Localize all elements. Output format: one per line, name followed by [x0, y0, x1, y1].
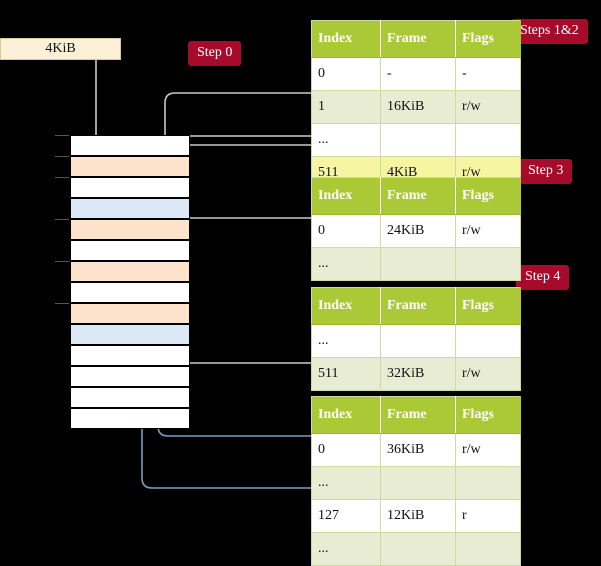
memory-tick-mark	[55, 261, 69, 262]
cell-flags: -	[455, 57, 521, 91]
cell-flags	[455, 247, 521, 281]
memory-frame-cell	[70, 198, 190, 219]
step-badge-steps1and2: Steps 1&2	[511, 19, 588, 44]
memory-tick-mark	[55, 135, 69, 136]
cell-frame: 12KiB	[380, 499, 456, 533]
step-badge-step0: Step 0	[188, 41, 242, 66]
cell-flags	[455, 532, 521, 566]
memory-frame-cell	[70, 387, 190, 408]
cell-flags: r/w	[455, 433, 521, 467]
memory-frame-cell	[70, 240, 190, 261]
column-header-flags: Flags	[455, 177, 521, 215]
column-header-frame: Frame	[380, 20, 456, 58]
column-header-frame: Frame	[380, 287, 456, 325]
memory-tick-mark	[55, 303, 69, 304]
memory-frame-cell	[70, 282, 190, 303]
cell-frame: -	[380, 57, 456, 91]
cell-frame	[380, 324, 456, 358]
cell-index: ...	[311, 324, 381, 358]
step-badge-step4: Step 4	[516, 265, 570, 290]
column-header-index: Index	[311, 287, 381, 325]
cell-flags: r/w	[455, 90, 521, 124]
column-header-frame: Frame	[380, 177, 456, 215]
memory-frame-cell	[70, 156, 190, 177]
column-header-index: Index	[311, 20, 381, 58]
memory-frame-cell	[70, 345, 190, 366]
cell-index: 0	[311, 433, 381, 467]
table-row[interactable]: ...	[311, 247, 521, 281]
cell-index: ...	[311, 532, 381, 566]
cell-flags: r	[455, 499, 521, 533]
column-header-flags: Flags	[455, 396, 521, 434]
table-row[interactable]: 0--	[311, 57, 521, 91]
cell-flags	[455, 324, 521, 358]
cell-index: 0	[311, 214, 381, 248]
column-header-index: Index	[311, 396, 381, 434]
column-header-index: Index	[311, 177, 381, 215]
table-row[interactable]: ...	[311, 123, 521, 157]
step-badge-step3: Step 3	[519, 159, 573, 184]
cell-index: ...	[311, 123, 381, 157]
column-header-flags: Flags	[455, 20, 521, 58]
cell-index: 511	[311, 357, 381, 391]
cell-frame	[380, 466, 456, 500]
cell-index: ...	[311, 247, 381, 281]
memory-tick-mark	[55, 219, 69, 220]
cell-frame: 36KiB	[380, 433, 456, 467]
table-row[interactable]: ...	[311, 324, 521, 358]
memory-frame-cell	[70, 366, 190, 387]
memory-frame-cell	[70, 177, 190, 198]
frame-size-text: 4KiB	[45, 41, 76, 56]
memory-frame-cell	[70, 135, 190, 156]
memory-frame-cell	[70, 261, 190, 282]
wire-pml4-row1	[164, 92, 311, 135]
cell-index: 1	[311, 90, 381, 124]
physical-memory-column	[55, 135, 190, 429]
memory-frame-cell	[70, 219, 190, 240]
cell-flags: r/w	[455, 214, 521, 248]
memory-frame-cell	[70, 324, 190, 345]
cell-flags	[455, 123, 521, 157]
cell-frame	[380, 123, 456, 157]
cell-frame	[380, 247, 456, 281]
cell-frame: 16KiB	[380, 90, 456, 124]
column-header-frame: Frame	[380, 396, 456, 434]
memory-frame-cell	[70, 303, 190, 324]
cell-flags: r/w	[455, 357, 521, 391]
cell-flags	[455, 466, 521, 500]
cell-index: ...	[311, 466, 381, 500]
memory-tick-mark	[55, 177, 69, 178]
memory-tick-mark	[55, 156, 69, 157]
frame-size-label: 4KiB	[0, 38, 121, 60]
table-row[interactable]: ...	[311, 532, 521, 566]
column-header-flags: Flags	[455, 287, 521, 325]
table-row[interactable]: ...	[311, 466, 521, 500]
cell-frame	[380, 532, 456, 566]
cell-frame: 32KiB	[380, 357, 456, 391]
memory-frame-cell	[70, 408, 190, 429]
cell-index: 0	[311, 57, 381, 91]
cell-frame: 24KiB	[380, 214, 456, 248]
